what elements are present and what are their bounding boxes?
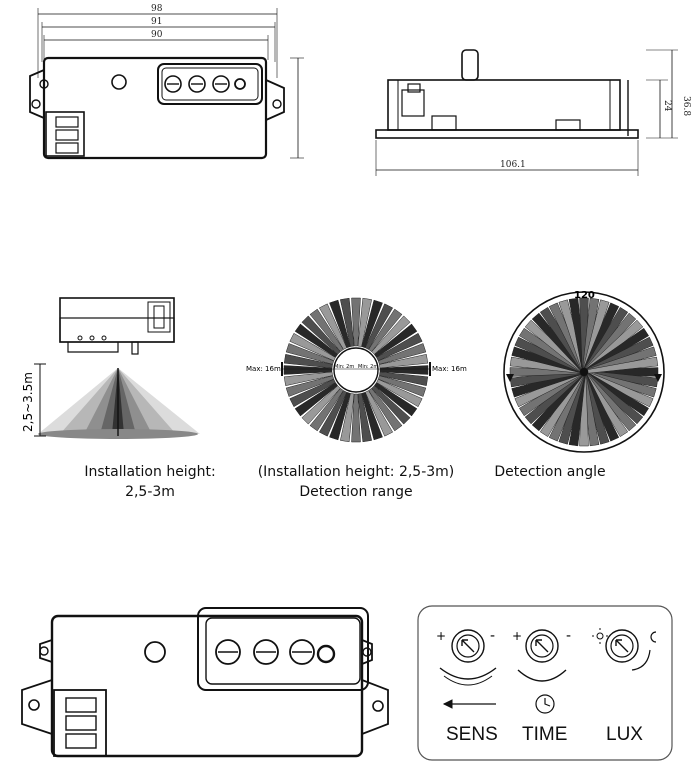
max-left-label: Max: 16m <box>246 365 281 373</box>
dim-24: 24 <box>662 100 672 112</box>
range-ray <box>329 299 351 349</box>
range-ray <box>371 315 411 355</box>
detection-angle-diagram <box>503 291 665 453</box>
range-ray <box>318 303 348 350</box>
range-ray <box>361 391 383 441</box>
angle-ray <box>587 356 659 374</box>
range-ray <box>289 332 336 362</box>
dim-106-1: 106.1 <box>500 160 526 170</box>
sens-label: SENS <box>446 724 498 745</box>
range-ray <box>379 353 429 369</box>
range-ray <box>283 371 333 387</box>
range-ray <box>357 297 373 347</box>
range-ray <box>379 371 429 387</box>
control-legend-panel <box>417 605 673 761</box>
range-ray <box>289 378 336 408</box>
range-ray <box>285 375 335 397</box>
installation-drawing <box>34 297 200 439</box>
range-caption-line1: (Installation height: 2,5-3m) <box>257 464 455 480</box>
module-pot-2 <box>253 639 279 665</box>
range-ray <box>364 303 394 350</box>
dim-98: 98 <box>151 4 163 14</box>
min-right-label: Min: 2m <box>358 364 378 370</box>
module-pot-3 <box>289 639 315 665</box>
module-pot-1 <box>215 639 241 665</box>
sens-minus: - <box>490 628 495 644</box>
angle-label: 120 <box>574 290 595 301</box>
range-ray <box>351 393 361 443</box>
range-ray <box>374 323 418 358</box>
lux-knob-icon <box>605 629 651 671</box>
sens-plus: + <box>436 629 446 643</box>
lux-label: LUX <box>606 724 643 745</box>
angle-caption: Detection angle <box>480 462 620 482</box>
clock-icon <box>535 694 555 714</box>
range-ray <box>371 385 411 425</box>
range-ray <box>357 393 373 443</box>
time-knob-icon <box>517 629 567 682</box>
install-caption: Installation height: 2,5-3m <box>60 462 240 502</box>
dim-36-8: 36.8 <box>681 96 691 116</box>
range-ray <box>376 332 423 362</box>
detection-range-diagram <box>281 297 431 443</box>
dim-91: 91 <box>151 17 162 27</box>
sens-arrow-icon <box>442 699 496 709</box>
angle-caption-line: Detection angle <box>494 464 606 480</box>
top-view-drawing <box>29 8 304 160</box>
range-ray <box>361 299 383 349</box>
range-ray <box>283 353 333 369</box>
range-ray <box>364 390 394 437</box>
side-view-drawing <box>375 49 678 176</box>
range-ray <box>368 388 403 432</box>
range-ray <box>376 378 423 408</box>
range-ray <box>351 297 361 347</box>
range-ray <box>329 391 351 441</box>
sun-icon <box>592 628 608 644</box>
range-ray <box>339 393 355 443</box>
range-ray <box>377 343 427 365</box>
moon-icon <box>650 631 657 643</box>
install-caption-line2: 2,5-3m <box>125 484 175 500</box>
range-ray <box>301 315 341 355</box>
range-ray <box>374 382 418 417</box>
range-ray <box>301 385 341 425</box>
install-height-label: 2,5~3.5m <box>21 372 35 432</box>
range-ray <box>309 388 344 432</box>
range-ray <box>377 375 427 397</box>
install-caption-line1: Installation height: <box>84 464 216 480</box>
dim-90: 90 <box>151 30 163 40</box>
module-closeup-drawing <box>21 607 389 758</box>
range-ray <box>339 297 355 347</box>
time-label: TIME <box>522 724 567 745</box>
max-right-label: Max: 16m <box>432 365 467 373</box>
min-left-label: Min: 2m <box>334 364 354 370</box>
time-minus: - <box>566 628 571 644</box>
range-ray <box>368 308 403 352</box>
range-ray <box>294 323 338 358</box>
range-ray <box>309 308 344 352</box>
module-led <box>316 644 336 664</box>
range-ray <box>294 382 338 417</box>
range-ray <box>318 390 348 437</box>
range-caption-line2: Detection range <box>299 484 413 500</box>
time-plus: + <box>512 629 522 643</box>
range-ray <box>283 365 333 375</box>
sens-knob-icon <box>439 629 497 686</box>
range-caption: (Installation height: 2,5-3m) Detection … <box>246 462 466 502</box>
range-ray <box>379 365 429 375</box>
range-ray <box>285 343 335 365</box>
